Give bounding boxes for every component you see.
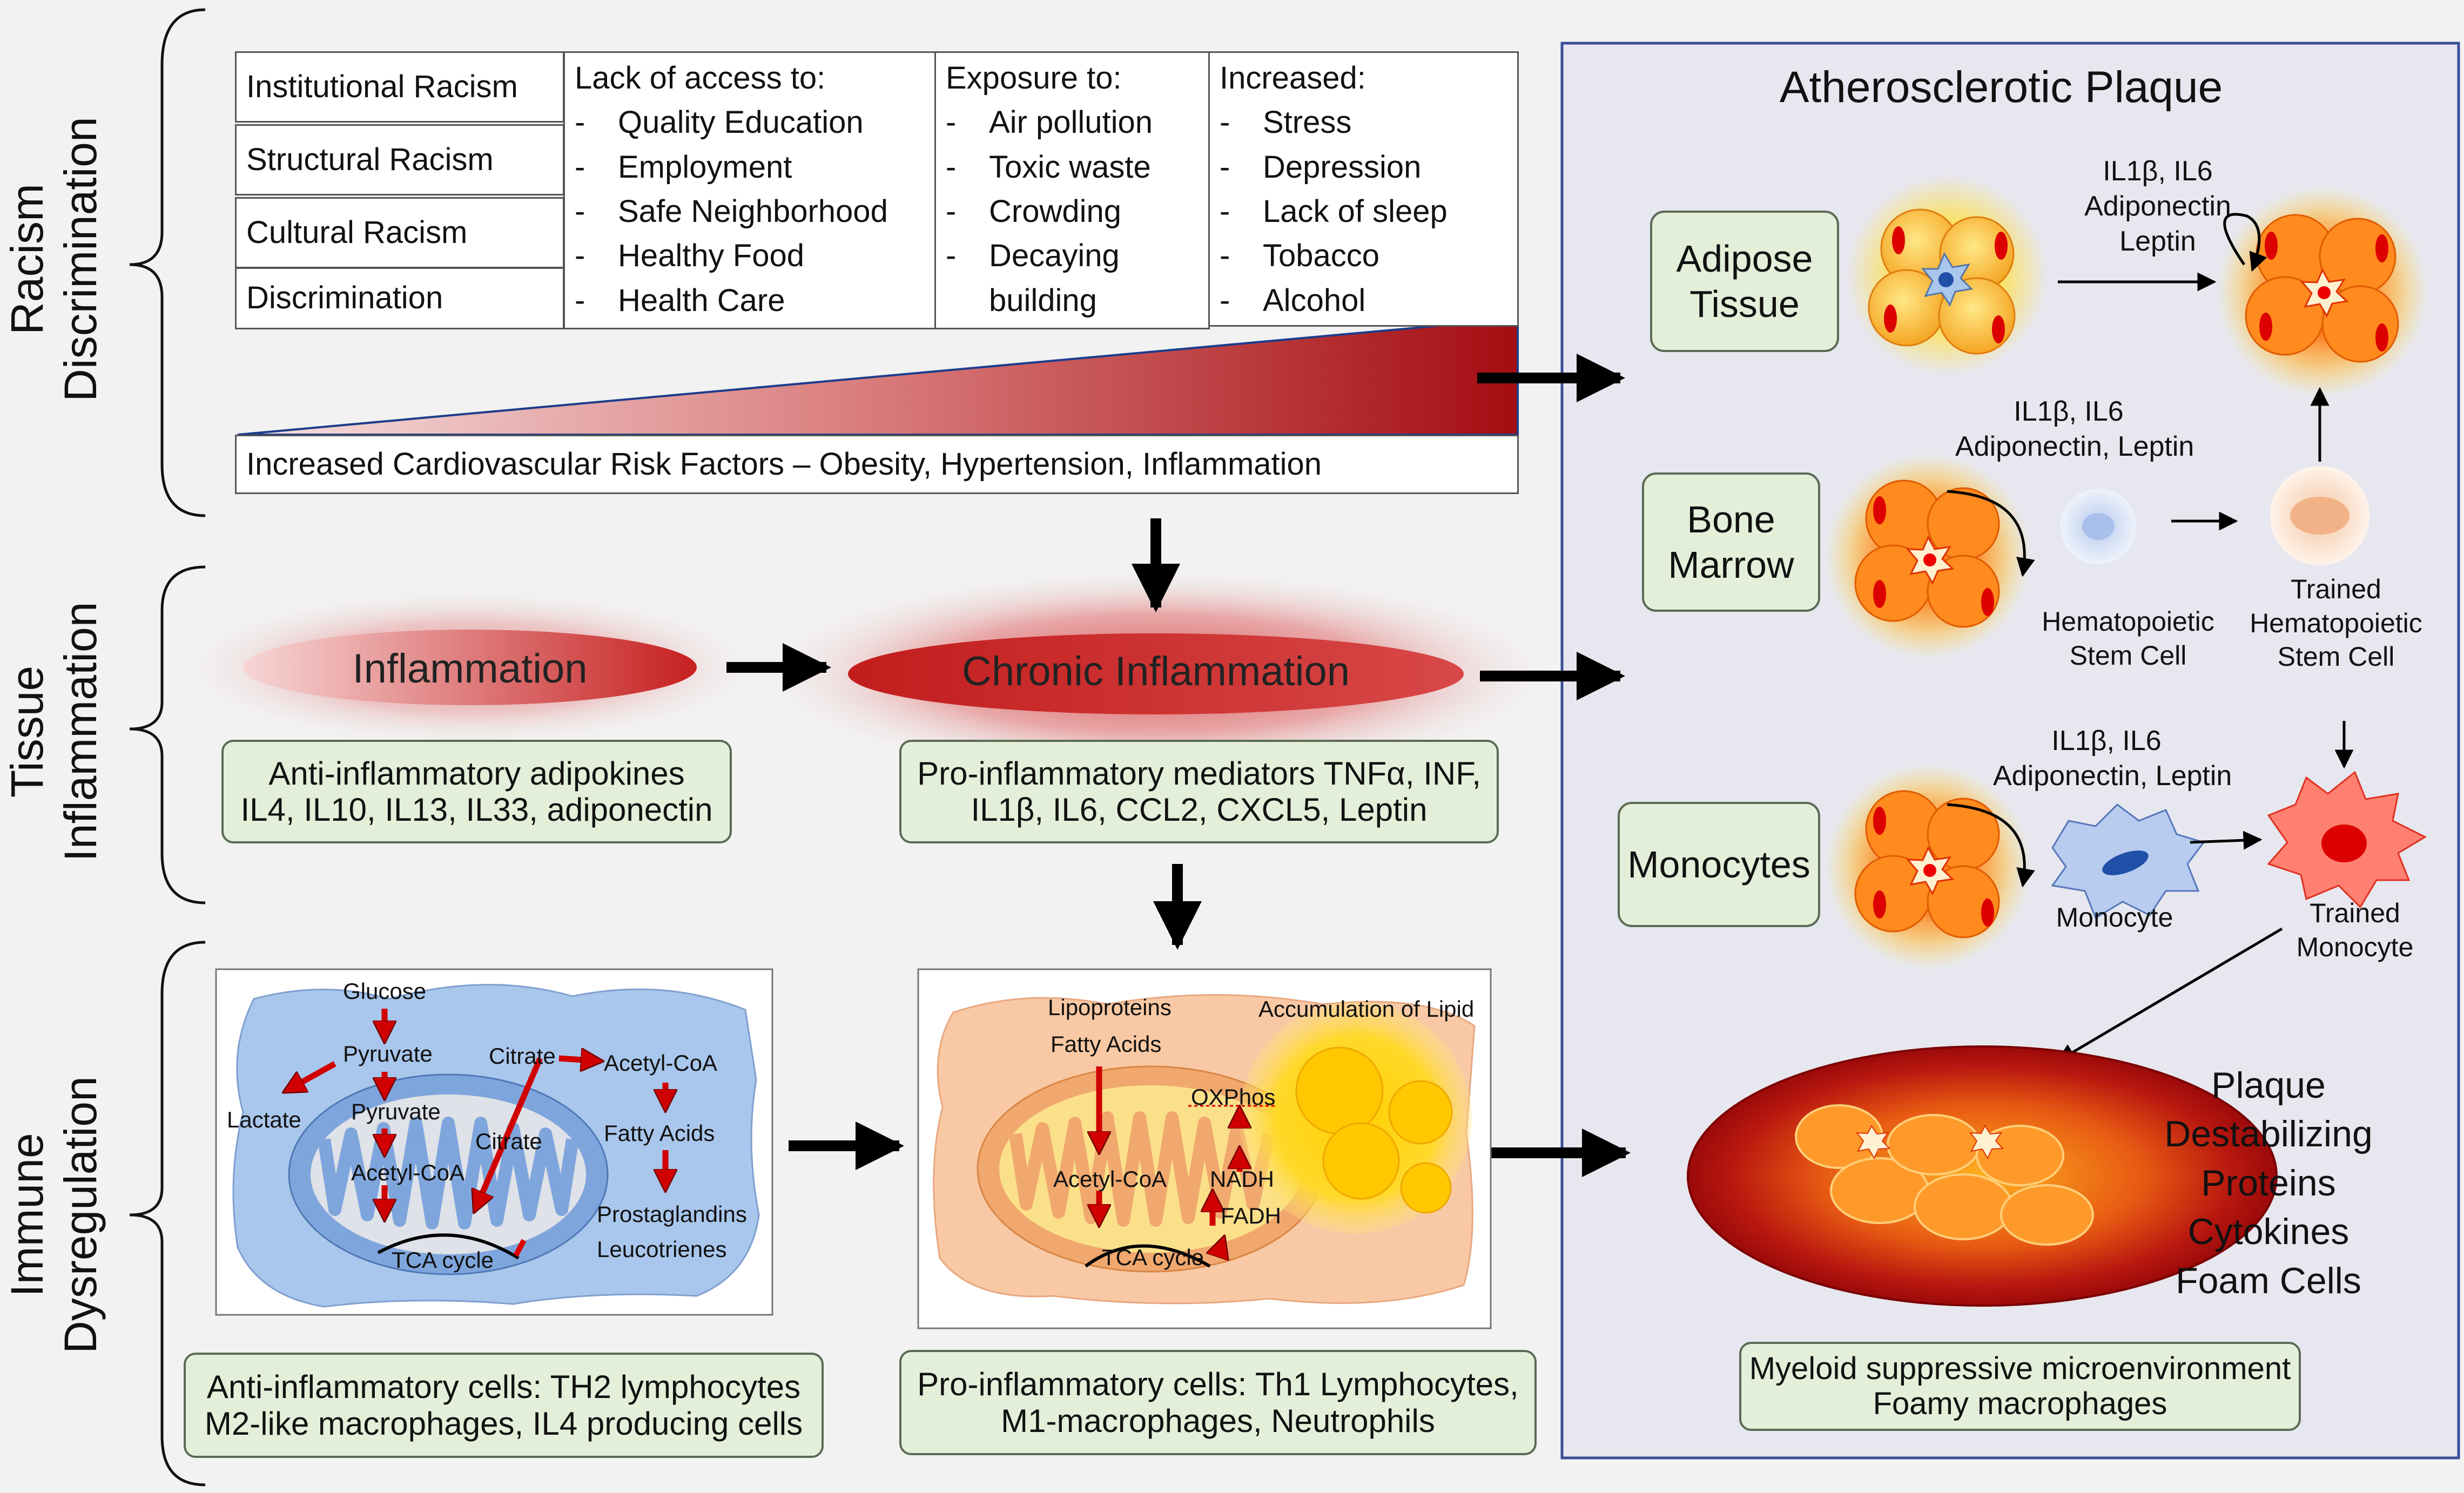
racism-type-discrimination: Discrimination (235, 267, 564, 329)
chronic-inflammation-ellipse (848, 633, 1464, 714)
metab-pyruvate: Pyruvate (343, 1041, 433, 1066)
lack-access-box: Lack of access to: -Quality Education -E… (563, 51, 936, 329)
monocytes-label: Monocytes (1618, 802, 1820, 927)
increased-heading: Increased: (1220, 60, 1366, 96)
plaque-foam-cells (1795, 1104, 2094, 1246)
adipose-cluster (1847, 175, 2047, 375)
racism-type-institutional: Institutional Racism (235, 51, 564, 123)
metab-accumulation-lipid: Accumulation of Lipid (1258, 996, 1475, 1022)
metab-oxphos: OXPhos (1191, 1084, 1276, 1110)
metab-fatty-acids-pro: Fatty Acids (1051, 1031, 1162, 1057)
metab-glucose: Glucose (343, 978, 427, 1004)
metab-lipoproteins: Lipoproteins (1048, 995, 1172, 1020)
metab-citrate: Citrate (489, 1043, 556, 1069)
metab-fadh: FADH (1221, 1203, 1282, 1228)
increased-item: -Lack of sleep (1220, 194, 1448, 229)
bone-marrow-cluster (1826, 454, 2031, 659)
exposure-heading: Exposure to: (946, 60, 1122, 96)
increased-item: -Alcohol (1220, 282, 1366, 318)
lack-access-item: -Safe Neighborhood (575, 194, 888, 229)
metab-lactate: Lactate (227, 1107, 301, 1132)
increased-box: Increased: -Stress -Depression -Lack of … (1208, 51, 1519, 327)
racism-type-structural: Structural Racism (235, 124, 564, 195)
monocyte-label: Monocyte (2056, 902, 2173, 933)
anti-inflammatory-cells-box: Anti-inflammatory cells: TH2 lymphocytes… (184, 1353, 824, 1458)
exposure-box: Exposure to: -Air pollution -Toxic waste… (934, 51, 1210, 329)
exposure-item: -Air pollution (946, 105, 1153, 140)
inflammation-ellipse (243, 630, 697, 705)
exposure-item: -Decaying (946, 238, 1120, 274)
monocytes-cluster (1826, 764, 2031, 969)
inflamed-adipose-cluster (2217, 186, 2428, 397)
risk-wedge (237, 317, 1519, 436)
lack-access-item: -Quality Education (575, 105, 864, 140)
exposure-item: -Crowding (946, 194, 1121, 229)
chronic-inflammation-label: Chronic Inflammation (961, 648, 1350, 694)
metab-tca-cycle-pro: TCA cycle (1102, 1245, 1204, 1270)
pro-inflammatory-cells-box: Pro-inflammatory cells: Th1 Lymphocytes,… (899, 1350, 1537, 1455)
risk-factors-bar: Increased Cardiovascular Risk Factors – … (235, 435, 1519, 494)
increased-item: -Stress (1220, 105, 1352, 140)
increased-item: -Depression (1220, 149, 1422, 185)
metab-prostaglandins: Prostaglandins (597, 1201, 747, 1227)
metab-citrate-2: Citrate (475, 1129, 542, 1154)
metab-leucotrienes: Leucotrienes (597, 1237, 727, 1262)
lack-access-item: -Health Care (575, 282, 785, 318)
inflammation-label: Inflammation (352, 646, 588, 692)
metab-pyruvate-2: Pyruvate (351, 1099, 441, 1124)
metab-tca-cycle: TCA cycle (392, 1247, 494, 1273)
metab-acetyl-coa-pro: Acetyl-CoA (1053, 1166, 1167, 1192)
exposure-item: building (989, 282, 1097, 318)
lack-access-item: -Employment (575, 149, 792, 185)
lack-access-item: -Healthy Food (575, 238, 804, 274)
metab-fatty-acids: Fatty Acids (604, 1120, 715, 1146)
pro-inflammatory-mediators-box: Pro-inflammatory mediators TNFα, INF,IL1… (899, 740, 1499, 843)
increased-item: -Tobacco (1220, 238, 1380, 274)
lack-access-heading: Lack of access to: (575, 60, 826, 96)
metab-acetyl-coa: Acetyl-CoA (351, 1160, 465, 1185)
metab-acetyl-coa-2: Acetyl-CoA (604, 1050, 718, 1076)
plaque-title: Atherosclerotic Plaque (1779, 63, 2223, 112)
racism-type-cultural: Cultural Racism (235, 197, 564, 268)
exposure-item: -Toxic waste (946, 149, 1151, 185)
metab-nadh: NADH (1210, 1166, 1275, 1192)
